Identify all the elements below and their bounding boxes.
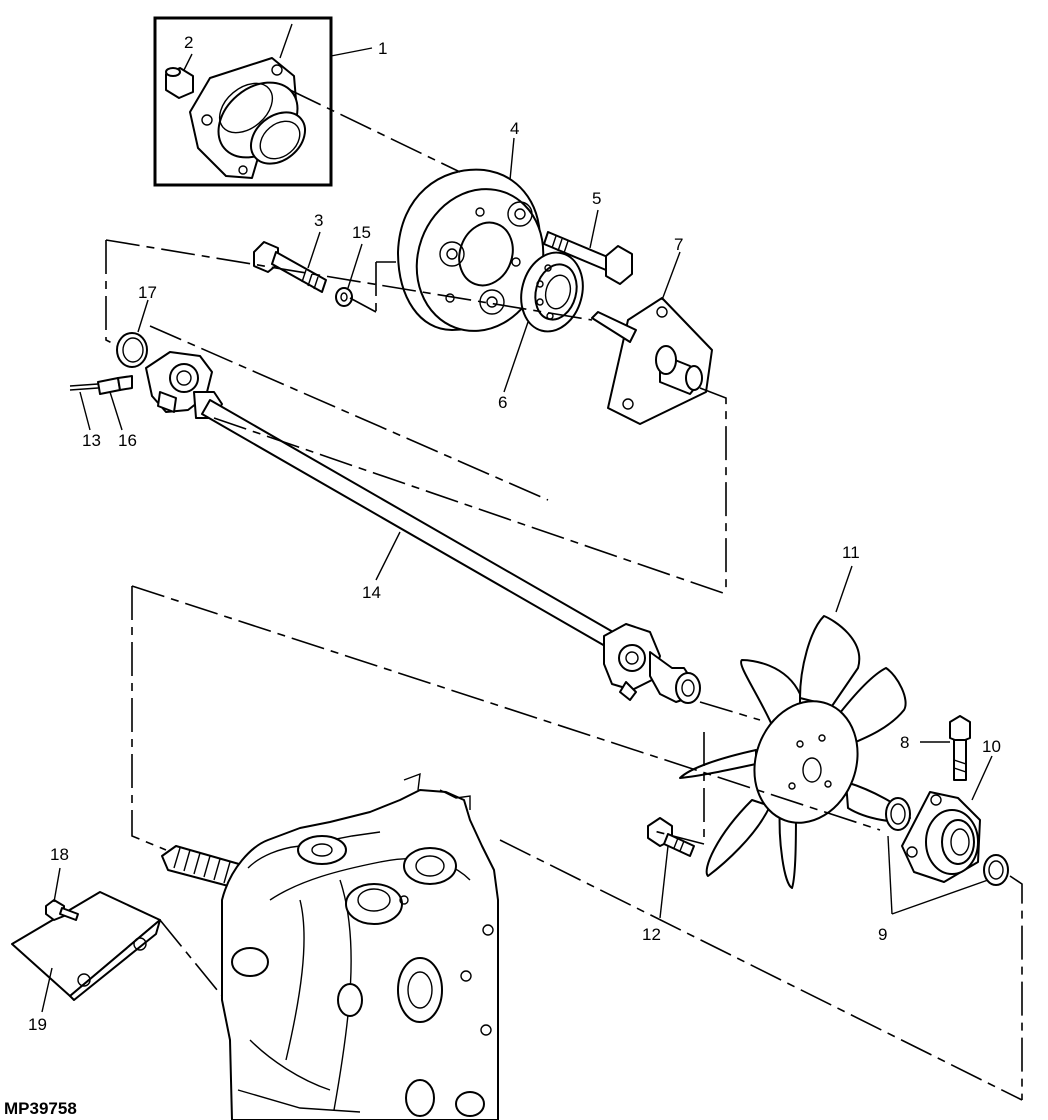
lock-washer-part-15 <box>335 287 353 307</box>
assembly-center-lines <box>105 89 1023 1101</box>
callout-14: 14 <box>362 583 381 602</box>
bolt-part-3 <box>253 241 327 293</box>
callout-2: 2 <box>184 33 193 52</box>
callout-1: 1 <box>378 39 387 58</box>
snap-ring-part-17 <box>116 332 148 368</box>
callout-16: 16 <box>118 431 137 450</box>
callout-10: 10 <box>982 737 1001 756</box>
fan-part-11 <box>679 615 911 889</box>
figure-id: MP39758 <box>4 1099 77 1118</box>
flange-housing-part-1 <box>189 57 306 179</box>
shield-part-19 <box>11 891 161 1001</box>
callout-5: 5 <box>592 189 601 208</box>
bearing-part-6 <box>520 251 584 333</box>
screw-part-12 <box>647 817 695 857</box>
bushing-part-2 <box>165 67 194 99</box>
grease-fitting-part-16 <box>97 375 133 395</box>
callout-17: 17 <box>138 283 157 302</box>
pin-part-13 <box>69 383 99 391</box>
callout-leader-lines <box>41 23 993 1013</box>
transmission-housing <box>161 772 499 1120</box>
callout-15: 15 <box>352 223 371 242</box>
callout-18: 18 <box>50 845 69 864</box>
bolt-part-8 <box>949 715 971 781</box>
callout-12: 12 <box>642 925 661 944</box>
callout-19: 19 <box>28 1015 47 1034</box>
callout-7: 7 <box>674 235 683 254</box>
bolt-part-5 <box>543 231 633 285</box>
callout-13: 13 <box>82 431 101 450</box>
callout-11: 11 <box>842 543 860 562</box>
flange-shaft-part-7 <box>591 297 713 425</box>
coupler-disc-part-4 <box>397 168 545 332</box>
callout-labels: 1 2 3 4 5 6 7 8 9 10 11 12 13 14 15 16 1… <box>28 33 1001 1034</box>
bearing-housing-part-10 <box>901 791 981 883</box>
inset-detail-box <box>153 16 333 187</box>
callout-9: 9 <box>878 925 887 944</box>
snap-ring-part-9-right <box>983 854 1009 886</box>
snap-ring-part-9-left <box>885 797 911 831</box>
drive-shaft-part-14 <box>145 351 701 704</box>
callout-4: 4 <box>510 119 519 138</box>
callout-3: 3 <box>314 211 323 230</box>
callout-8: 8 <box>900 733 909 752</box>
callout-6: 6 <box>498 393 507 412</box>
